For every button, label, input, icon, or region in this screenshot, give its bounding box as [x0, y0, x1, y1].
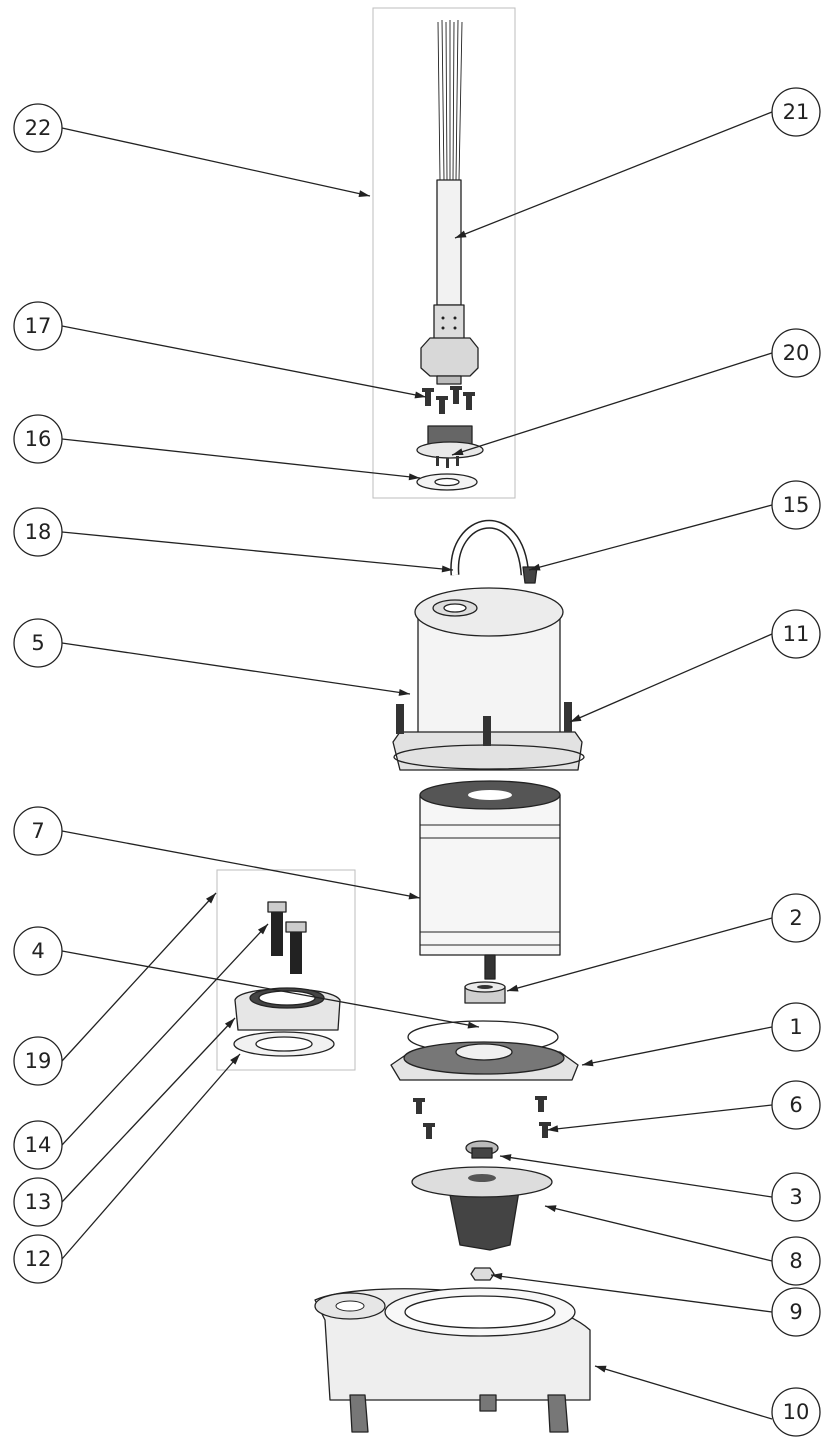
- callout-14: 14: [13, 1120, 63, 1170]
- callout-5: 5: [13, 618, 63, 668]
- callout-21-label: 21: [783, 100, 810, 124]
- callout-5-label: 5: [31, 631, 44, 655]
- callout-15-label: 15: [783, 493, 810, 517]
- callout-10-label: 10: [783, 1400, 810, 1424]
- callout-22-label: 22: [25, 116, 52, 140]
- seal-plate: [390, 1041, 579, 1081]
- pump-volute: [314, 1287, 591, 1433]
- callout-21: 21: [771, 87, 821, 137]
- arrowhead: [358, 190, 370, 198]
- arrowhead: [570, 714, 582, 722]
- callout-19-label: 19: [25, 1049, 52, 1073]
- arrowhead: [441, 565, 453, 573]
- cord-gasket: [416, 473, 478, 491]
- shaft-seal: [465, 1140, 499, 1159]
- bearing: [464, 981, 506, 1004]
- callout-17-label: 17: [25, 314, 52, 338]
- callout-11-label: 11: [783, 622, 810, 646]
- callout-4: 4: [13, 926, 63, 976]
- cable-screws: [422, 386, 475, 414]
- arrowhead: [452, 448, 464, 455]
- arrowhead: [500, 1154, 512, 1162]
- callout-19: 19: [13, 1036, 63, 1086]
- cable-kit-box: [372, 7, 516, 499]
- arrowhead: [491, 1272, 503, 1280]
- flange-gasket: [233, 1031, 335, 1057]
- callout-2-label: 2: [789, 906, 802, 930]
- callout-16: 16: [13, 414, 63, 464]
- callout-1: 1: [771, 1002, 821, 1052]
- arrowhead: [547, 1125, 559, 1133]
- impeller: [411, 1166, 553, 1251]
- callout-6-label: 6: [789, 1093, 802, 1117]
- callout-22: 22: [13, 103, 63, 153]
- arrowhead: [230, 1054, 240, 1065]
- arrowhead: [455, 230, 467, 238]
- callout-4-label: 4: [31, 939, 44, 963]
- arrowhead: [257, 924, 268, 935]
- callout-20: 20: [771, 328, 821, 378]
- callout-13: 13: [13, 1177, 63, 1227]
- callout-18: 18: [13, 507, 63, 557]
- arrowhead: [582, 1059, 594, 1067]
- callout-8: 8: [771, 1236, 821, 1286]
- leader-lines: [61, 111, 773, 1420]
- arrowhead: [529, 563, 541, 571]
- housing-screws: [396, 702, 572, 746]
- discharge-flange-kit-box: [216, 869, 356, 1071]
- callout-12: 12: [13, 1234, 63, 1284]
- callout-18-label: 18: [25, 520, 52, 544]
- callout-8-label: 8: [789, 1249, 802, 1273]
- callout-15: 15: [771, 480, 821, 530]
- arrowhead: [205, 893, 216, 904]
- arrowhead: [507, 984, 519, 992]
- power-cable: [420, 19, 479, 385]
- callout-7: 7: [13, 806, 63, 856]
- callout-2: 2: [771, 893, 821, 943]
- callout-9-label: 9: [789, 1300, 802, 1324]
- callout-7-label: 7: [31, 819, 44, 843]
- flange-bolts: [267, 901, 307, 974]
- arrowhead: [398, 688, 410, 696]
- callout-1-label: 1: [789, 1015, 802, 1039]
- callout-6: 6: [771, 1080, 821, 1130]
- callout-17: 17: [13, 301, 63, 351]
- callout-12-label: 12: [25, 1247, 52, 1271]
- callout-13-label: 13: [25, 1190, 52, 1214]
- seal-plate-screws: [413, 1096, 551, 1139]
- arrowhead: [545, 1205, 557, 1212]
- motor-stator: [419, 780, 561, 980]
- discharge-flange: [234, 987, 341, 1031]
- callout-3-label: 3: [789, 1185, 802, 1209]
- arrowhead: [414, 391, 426, 399]
- pipe-plug: [522, 566, 538, 584]
- arrowhead: [467, 1021, 479, 1029]
- cord-cap: [416, 425, 484, 468]
- callout-16-label: 16: [25, 427, 52, 451]
- callout-14-label: 14: [25, 1133, 52, 1157]
- callout-11: 11: [771, 609, 821, 659]
- impeller-nut: [470, 1267, 495, 1281]
- callout-9: 9: [771, 1287, 821, 1337]
- callout-20-label: 20: [783, 341, 810, 365]
- arrowhead: [408, 473, 420, 481]
- arrowhead: [224, 1018, 235, 1029]
- arrowhead: [408, 892, 420, 900]
- callout-3: 3: [771, 1172, 821, 1222]
- arrowhead: [595, 1365, 607, 1373]
- callout-10: 10: [771, 1387, 821, 1437]
